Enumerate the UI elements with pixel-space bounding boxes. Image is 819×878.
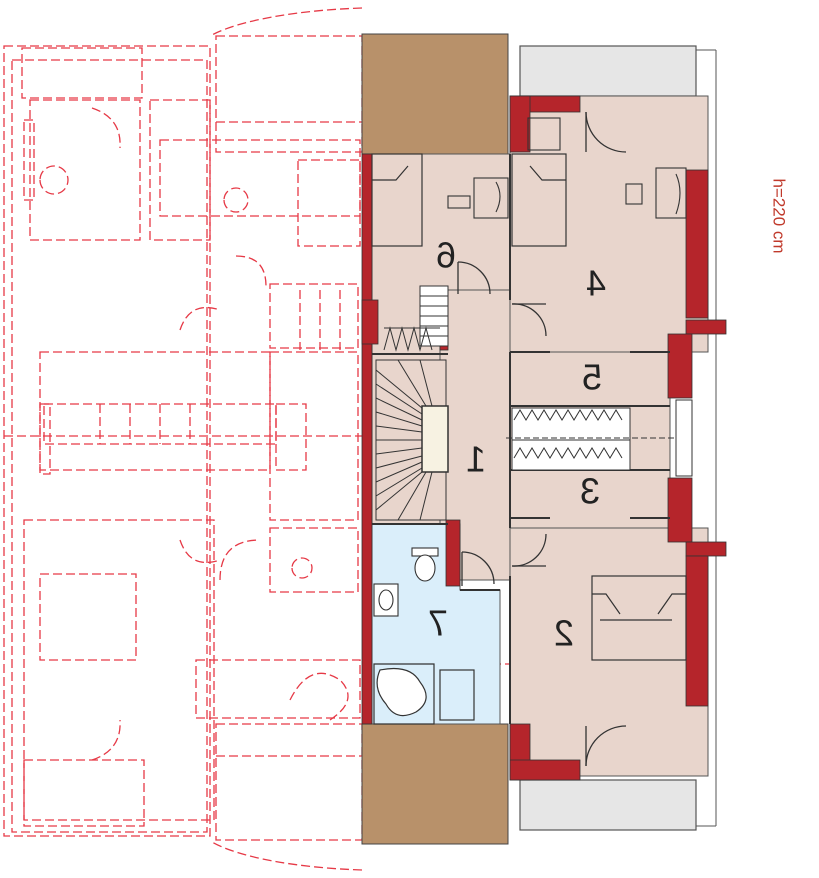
- ceiling-height-note: h=220 cm: [770, 178, 789, 253]
- sink-icon: [373, 583, 399, 617]
- bed-icon: [371, 153, 687, 661]
- room-label-7: 7: [428, 603, 448, 644]
- stair-icon: [375, 285, 449, 521]
- wardrobe-icon: [506, 399, 693, 477]
- walls: [361, 95, 727, 781]
- room-label-2: 2: [554, 613, 574, 654]
- room-label-5: 5: [582, 357, 602, 398]
- balcony-bottom: [519, 779, 697, 831]
- room-label-4: 4: [586, 263, 606, 304]
- desk-icon: [447, 117, 687, 219]
- balcony-top: [519, 45, 697, 97]
- room-label-3: 3: [580, 471, 600, 512]
- door-swing-icon: [457, 111, 627, 767]
- room-label-1: 1: [466, 439, 486, 480]
- toilet-icon: [411, 547, 439, 582]
- room-label-6: 6: [436, 235, 456, 276]
- corner-bath-icon: [373, 663, 475, 725]
- roof-bottom: [361, 723, 509, 845]
- roof-top: [361, 33, 509, 155]
- room-labels: 1 2 3 4 5 6 7: [428, 235, 606, 654]
